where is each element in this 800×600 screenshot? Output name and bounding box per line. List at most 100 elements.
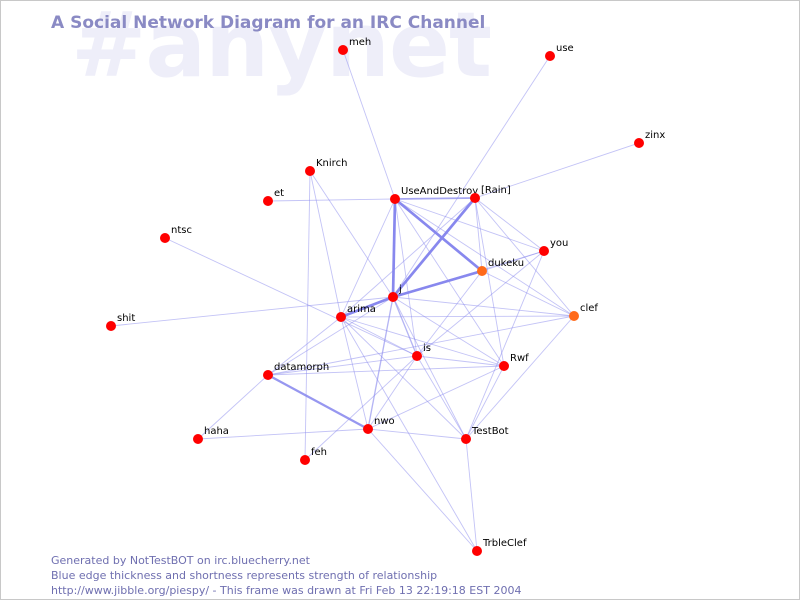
node-meh: meh: [338, 37, 371, 55]
node-label: ntsc: [171, 225, 192, 236]
node-use: use: [545, 43, 574, 61]
node-label: Knirch: [316, 158, 347, 169]
node-dot: [412, 351, 422, 361]
node-Rwf: Rwf: [499, 353, 529, 371]
node-datamorph: datamorph: [263, 362, 329, 380]
node-dot: [569, 311, 579, 321]
edge-is-nwo: [367, 355, 418, 430]
node-dot: [390, 194, 400, 204]
edge-Rain-you: [474, 197, 545, 252]
edge-arima-datamorph: [267, 316, 342, 376]
edges-layer: [110, 49, 640, 552]
edge-TestBot-TrbleClef: [465, 438, 478, 552]
edge-j-nwo: [367, 296, 394, 430]
node-label: et: [274, 188, 284, 199]
edge-arima-TestBot: [340, 316, 467, 440]
node-label: TrbleClef: [482, 538, 527, 549]
node-UseAndDestroy: UseAndDestroy: [390, 186, 478, 204]
node-dot: [106, 321, 116, 331]
edge-j-is: [392, 296, 418, 357]
node-dot: [363, 424, 373, 434]
edge-nwo-TrbleClef: [367, 428, 478, 552]
footer-generated-by: Generated by NotTestBOT on irc.bluecherr…: [51, 554, 310, 567]
edge-Rain-arima: [340, 197, 476, 318]
node-dot: [336, 312, 346, 322]
edge-clef-dukeku: [481, 270, 575, 317]
node-label: is: [423, 343, 431, 354]
edge-arima-TrbleClef: [340, 316, 478, 552]
node-dot: [477, 266, 487, 276]
edge-j-Rwf: [392, 296, 505, 367]
node-is: is: [412, 343, 431, 361]
node-shit: shit: [106, 313, 135, 331]
node-Rain: [Rain]: [470, 185, 511, 203]
edge-UseAndDestroy-you: [394, 198, 545, 252]
edge-arima-Rwf: [340, 316, 505, 367]
node-label: feh: [311, 447, 327, 458]
footer-legend-note: Blue edge thickness and shortness repres…: [51, 569, 438, 582]
edge-UseAndDestroy-dukeku: [394, 197, 483, 273]
edge-meh-UseAndDestroy: [342, 49, 396, 200]
edge-Knirch-feh: [304, 170, 311, 461]
edge-you-TestBot: [465, 250, 545, 440]
node-nwo: nwo: [363, 416, 395, 434]
node-Knirch: Knirch: [305, 158, 347, 176]
edge-arima-is: [340, 316, 418, 357]
edge-UseAndDestroy-arima: [340, 198, 396, 318]
node-dot: [470, 193, 480, 203]
node-dot: [472, 546, 482, 556]
node-label: UseAndDestroy: [401, 186, 478, 197]
footer: Generated by NotTestBOT on irc.bluecherr…: [51, 553, 521, 598]
node-label: zinx: [645, 130, 665, 141]
edge-dukeku-is: [416, 270, 483, 357]
channel-watermark: #anynet: [71, 0, 492, 98]
node-label: TestBot: [471, 426, 509, 437]
edge-Rain-dukeku: [474, 197, 483, 272]
edge-Rwf-nwo: [367, 365, 505, 430]
node-label: j: [398, 284, 402, 295]
node-arima: arima: [336, 304, 376, 322]
node-zinx: zinx: [634, 130, 665, 148]
edge-arima-nwo: [340, 316, 369, 430]
node-label: you: [550, 238, 568, 249]
edge-you-is: [416, 250, 545, 357]
node-label: dukeku: [488, 258, 524, 269]
node-dot: [193, 434, 203, 444]
node-label: haha: [204, 426, 229, 437]
node-label: shit: [117, 313, 135, 324]
edge-j-TestBot: [392, 296, 467, 440]
edge-nwo-haha: [197, 428, 369, 440]
edge-datamorph-nwo: [267, 374, 369, 430]
edge-datamorph-haha: [197, 374, 269, 440]
node-dot: [388, 292, 398, 302]
node-dot: [338, 45, 348, 55]
edge-UseAndDestroy-clef: [394, 198, 575, 317]
node-j: j: [388, 284, 402, 302]
node-dot: [305, 166, 315, 176]
footer-url-timestamp: http://www.jibble.org/piespy/ - This fra…: [51, 584, 522, 597]
edge-clef-arima: [340, 315, 575, 318]
edge-is-TestBot: [416, 355, 467, 440]
edge-ntsc-is: [164, 237, 418, 357]
node-label: arima: [347, 304, 376, 315]
edge-UseAndDestroy-Rain: [394, 197, 476, 200]
node-label: datamorph: [274, 362, 329, 373]
node-TrbleClef: TrbleClef: [472, 538, 527, 556]
edge-Rain-Rwf: [474, 197, 505, 367]
edge-UseAndDestroy-j: [391, 198, 397, 298]
edge-is-feh: [304, 355, 418, 461]
node-label: [Rain]: [481, 185, 511, 196]
node-dot: [300, 455, 310, 465]
edge-is-datamorph: [267, 355, 418, 376]
edge-j-datamorph: [267, 296, 394, 376]
node-dot: [499, 361, 509, 371]
node-dukeku: dukeku: [477, 258, 524, 276]
node-label: use: [556, 43, 574, 54]
node-dot: [263, 196, 273, 206]
edge-shit-j: [110, 296, 394, 327]
edge-Rwf-TestBot: [465, 365, 505, 440]
node-you: you: [539, 238, 568, 256]
node-label: clef: [580, 303, 598, 314]
node-clef: clef: [569, 303, 598, 321]
